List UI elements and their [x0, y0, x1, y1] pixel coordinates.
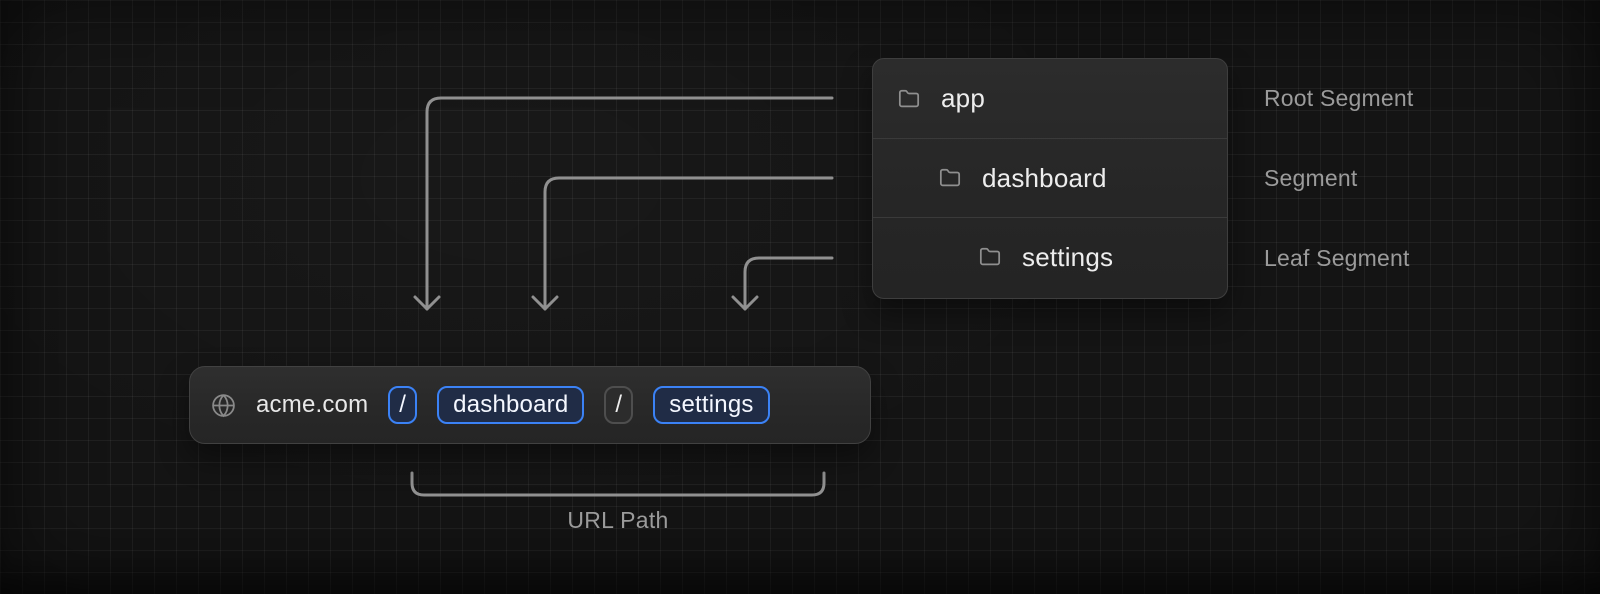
- folder-row-dashboard: dashboard: [873, 138, 1227, 217]
- folder-name: app: [941, 83, 985, 113]
- arrowhead-leaf-segment-icon: [731, 295, 759, 311]
- url-segment-settings: settings: [653, 386, 770, 424]
- url-domain: acme.com: [256, 391, 369, 418]
- folder-row-app: app: [873, 59, 1227, 138]
- globe-icon: [212, 393, 235, 417]
- arrow-segment: [543, 176, 834, 311]
- url-segment-slash-separator: /: [604, 386, 634, 424]
- label-root-segment: Root Segment: [1264, 84, 1414, 111]
- arrow-root-segment: [425, 96, 834, 311]
- folder-name: settings: [1022, 241, 1114, 272]
- url-path-label: URL Path: [567, 507, 669, 533]
- arrowhead-segment-icon: [531, 295, 559, 311]
- url-segment-dashboard: dashboard: [437, 386, 585, 424]
- arrow-leaf-segment: [743, 256, 834, 311]
- url-bar: acme.com / dashboard / settings: [189, 366, 871, 444]
- folder-tree-panel: app dashboard settings: [872, 58, 1228, 299]
- folder-icon: [979, 247, 1001, 266]
- label-leaf-segment: Leaf Segment: [1264, 244, 1410, 271]
- folder-icon: [939, 168, 961, 187]
- folder-row-settings: settings: [873, 217, 1227, 296]
- url-segment-root-slash: /: [388, 386, 418, 424]
- folder-name: dashboard: [982, 162, 1107, 193]
- arrowhead-root-segment-icon: [413, 295, 441, 311]
- label-segment: Segment: [1264, 164, 1358, 191]
- folder-icon: [898, 89, 920, 107]
- url-path-bracket: [410, 471, 826, 497]
